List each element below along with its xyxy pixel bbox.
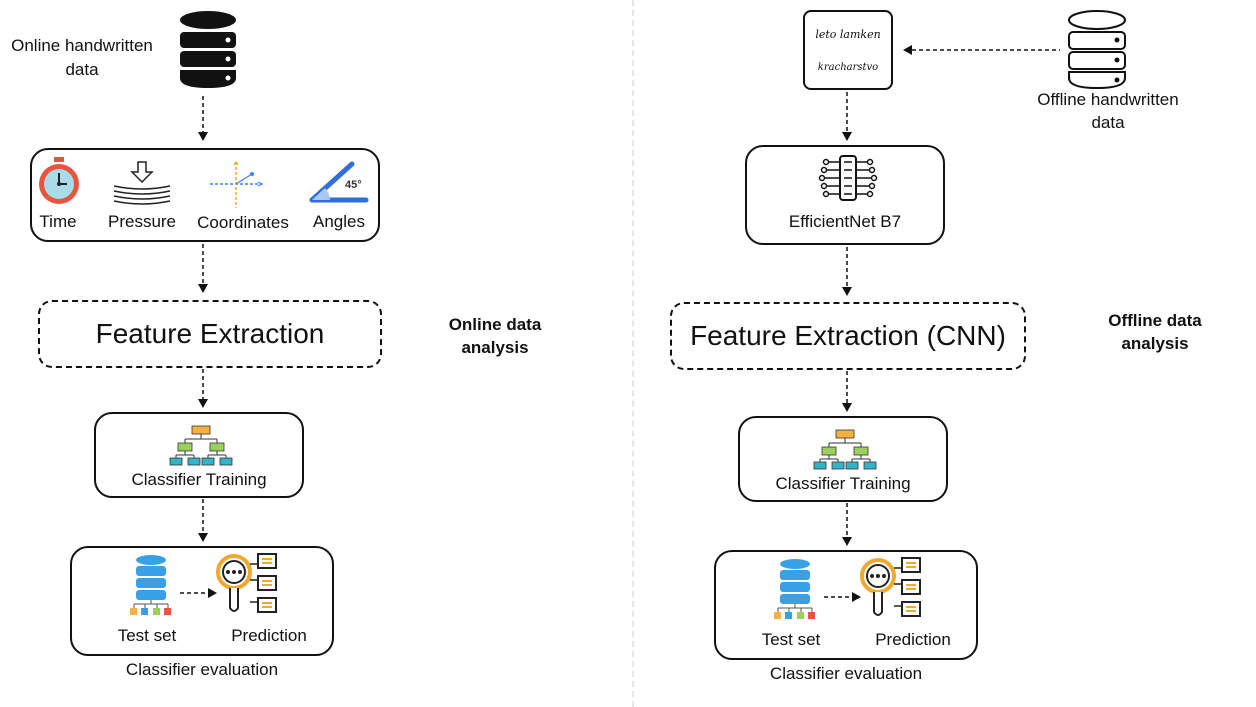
database-icon — [180, 11, 236, 88]
stopwatch-icon — [39, 157, 79, 204]
offline-evaluation-label: Classifier evaluation — [769, 664, 923, 683]
arrow-connector — [842, 371, 852, 412]
handwriting-line: kracharstvo — [817, 62, 879, 73]
neural-network-icon — [818, 155, 878, 201]
handwriting-sample-image — [803, 10, 893, 90]
offline-evaluation-box — [714, 550, 978, 660]
arrow-connector — [903, 45, 1060, 55]
online-evaluation-label: Classifier evaluation — [125, 660, 279, 679]
arrow-connector — [198, 499, 208, 542]
angle-icon: 45° — [309, 161, 369, 203]
decision-tree-icon — [169, 425, 233, 466]
arrow-connector — [198, 96, 208, 141]
feature-label: Pressure — [107, 212, 177, 231]
online-classifier-training-label: Classifier Training — [131, 470, 267, 489]
online-feature-extraction-box — [38, 300, 382, 368]
feature-label: Angles — [313, 212, 365, 231]
pressure-icon — [113, 161, 171, 205]
prediction-magnifier-icon — [860, 557, 921, 617]
handwriting-line: leto lamken — [815, 28, 881, 41]
feature-label: Time — [39, 212, 77, 231]
arrow-connector — [824, 592, 861, 602]
arrow-connector — [842, 247, 852, 296]
online-feature-extraction-label: Feature Extraction — [95, 318, 325, 349]
feature-label: Coordinates — [197, 213, 289, 232]
decision-tree-icon — [813, 429, 877, 470]
offline-test-set-label: Test set — [761, 630, 821, 649]
offline-section-label: Offline data analysis — [1108, 311, 1202, 353]
angle-value: 45° — [345, 179, 362, 191]
online-evaluation-box — [70, 546, 334, 656]
offline-source-label: Offline handwritten data — [1037, 90, 1179, 132]
offline-feature-extraction-box — [670, 302, 1026, 370]
test-set-database-icon — [774, 559, 815, 619]
online-source-label: Online handwritten data — [11, 36, 153, 79]
panel-divider — [632, 0, 634, 707]
online-test-set-label: Test set — [117, 626, 177, 645]
online-prediction-label: Prediction — [231, 626, 307, 645]
arrow-connector — [842, 503, 852, 546]
database-icon — [1068, 10, 1126, 90]
arrow-connector — [180, 588, 217, 598]
test-set-database-icon — [130, 555, 171, 615]
offline-prediction-label: Prediction — [875, 630, 951, 649]
coordinates-icon — [210, 160, 264, 208]
offline-feature-extraction-label: Feature Extraction (CNN) — [690, 320, 1006, 351]
prediction-magnifier-icon — [216, 553, 277, 613]
arrow-connector — [198, 369, 208, 408]
offline-classifier-training-label: Classifier Training — [775, 474, 911, 493]
arrow-connector — [198, 244, 208, 293]
arrow-connector — [842, 92, 852, 141]
efficientnet-label: EfficientNet B7 — [788, 212, 902, 231]
online-section-label: Online data analysis — [448, 315, 542, 357]
